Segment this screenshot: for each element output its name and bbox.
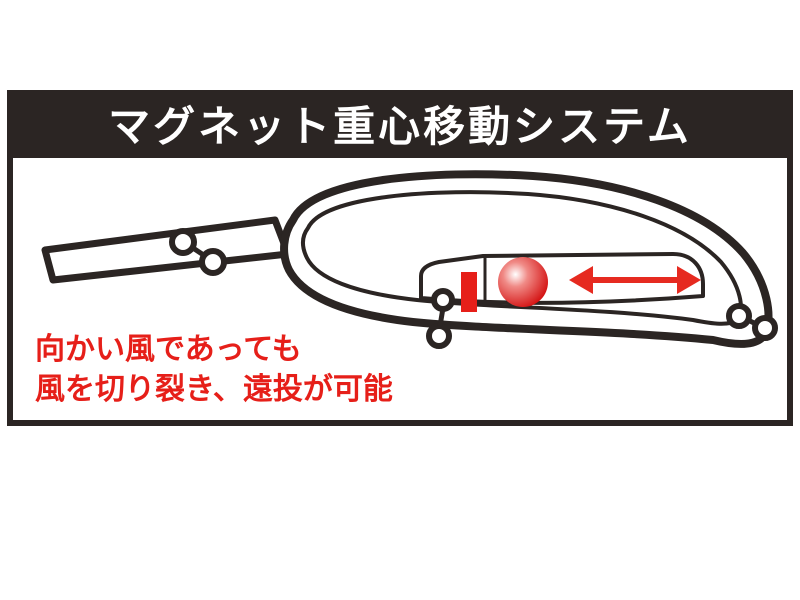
diagram-panel: マグネット重心移動システム <box>7 90 793 426</box>
diagram-area: 向かい風であっても 風を切り裂き、遠投が可能 <box>13 158 787 420</box>
title-bar: マグネット重心移動システム <box>7 90 793 156</box>
double-arrow-icon <box>569 266 701 294</box>
split-ring-icon <box>169 228 778 349</box>
lure-lip <box>41 216 292 284</box>
weight-chamber <box>419 252 705 305</box>
caption-line-2: 風を切り裂き、遠投が可能 <box>35 372 393 407</box>
weight-ball-icon <box>498 257 548 307</box>
caption-text: 向かい風であっても 風を切り裂き、遠投が可能 <box>35 330 393 410</box>
magnet-bar-icon <box>461 272 477 312</box>
lure-illustration <box>41 170 778 349</box>
page-title: マグネット重心移動システム <box>108 101 692 151</box>
caption-line-1: 向かい風であっても <box>35 332 302 367</box>
